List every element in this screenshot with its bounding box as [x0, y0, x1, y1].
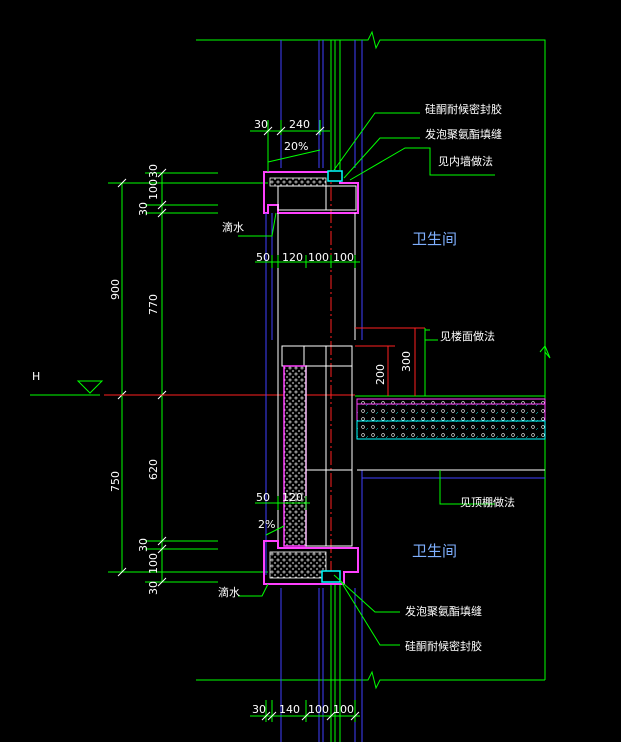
dim-left-30b: 30 — [137, 202, 150, 216]
dim-left-900: 900 — [109, 279, 122, 300]
dim-bot-140: 140 — [279, 703, 300, 716]
floor-slab — [351, 395, 546, 479]
dim-right-300: 300 — [400, 351, 413, 372]
dim-left-30c: 30 — [137, 538, 150, 552]
dim-left-30d: 30 — [147, 581, 160, 595]
mid-dimension-line — [255, 255, 360, 268]
dim-left-750: 750 — [109, 471, 122, 492]
dim-left-100a: 100 — [147, 179, 160, 200]
dim-slope-bottom: 2% — [258, 518, 275, 531]
label-sealant-top: 硅酮耐候密封胶 — [425, 102, 502, 116]
wall-body — [265, 213, 356, 575]
annotation-labels: 硅酮耐候密封胶 发泡聚氨酯填缝 见内墙做法 滴水 卫生间 见楼面做法 H 见顶棚… — [32, 102, 515, 653]
glazing-lines — [330, 40, 341, 742]
label-see-wall: 见内墙做法 — [438, 154, 493, 168]
label-drip-top: 滴水 — [222, 220, 244, 234]
dim-bot-30: 30 — [252, 703, 266, 716]
leader-lines — [238, 112, 495, 646]
dim-top-240: 240 — [289, 118, 310, 131]
border-lines — [196, 30, 551, 690]
dimension-texts: 30 240 20% 30 100 30 900 770 50 120 100 … — [109, 118, 413, 716]
floor-dimensions — [355, 327, 426, 396]
label-see-floor: 见楼面做法 — [440, 329, 495, 343]
dim-mid-100b: 100 — [333, 251, 354, 264]
dim-mid-50: 50 — [256, 251, 270, 264]
dim-right-200: 200 — [374, 364, 387, 385]
dim-bot-100b: 100 — [333, 703, 354, 716]
bottom-dimension-line — [250, 700, 360, 722]
label-drip-bottom: 滴水 — [218, 585, 240, 599]
beam-section — [281, 345, 353, 547]
label-bathroom-bottom: 卫生间 — [412, 542, 457, 560]
window-frame-lines — [280, 40, 363, 742]
dim-left-30a: 30 — [147, 164, 160, 178]
dim-slope-top: 20% — [284, 140, 308, 153]
dim-left-620: 620 — [147, 459, 160, 480]
label-foam-bottom: 发泡聚氨酯填缝 — [405, 604, 482, 618]
dim-left-770: 770 — [147, 294, 160, 315]
top-dimension-line — [250, 120, 330, 172]
dim-low-120: 120 — [282, 491, 303, 504]
label-foam-top: 发泡聚氨酯填缝 — [425, 127, 502, 141]
label-see-ceiling: 见顶棚做法 — [460, 495, 515, 509]
dim-mid-100a: 100 — [308, 251, 329, 264]
level-marker — [30, 380, 355, 396]
lower-sill — [263, 540, 359, 585]
left-dimension-chain — [108, 168, 268, 587]
label-level-marker: H — [32, 370, 40, 383]
dim-low-50: 50 — [256, 491, 270, 504]
label-sealant-bottom: 硅酮耐候密封胶 — [405, 639, 482, 653]
label-bathroom-top: 卫生间 — [412, 230, 457, 248]
low-dimension-line — [255, 496, 310, 536]
dim-mid-120: 120 — [282, 251, 303, 264]
dim-left-100c: 100 — [147, 553, 160, 574]
upper-lintel — [263, 170, 359, 214]
dim-bot-100a: 100 — [308, 703, 329, 716]
dim-top-30: 30 — [254, 118, 268, 131]
